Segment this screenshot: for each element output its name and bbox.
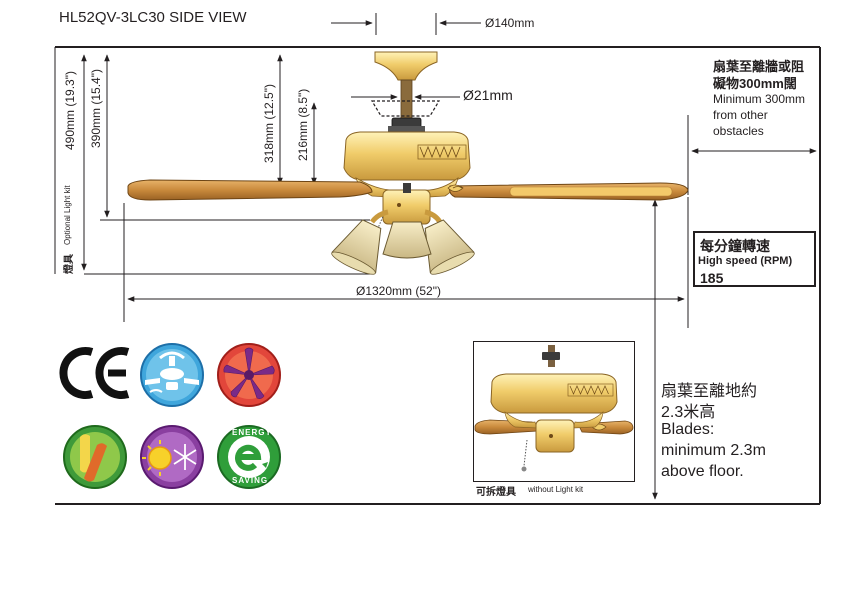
blade-span-label: Ø1320mm (52") — [354, 284, 443, 298]
floor-clearance-en-1: Blades: — [661, 421, 715, 438]
speed-label-zh: 每分鐘轉速 — [700, 238, 770, 254]
height-dimension-lines — [81, 54, 689, 328]
wall-clearance-zh-1: 扇葉至離牆或阻 — [713, 59, 805, 74]
wall-clearance-marker — [687, 115, 817, 195]
height-motor-label: 216mm (8.5") — [296, 88, 310, 161]
speed-info-box: 每分鐘轉速 High speed (RPM) 185 — [693, 231, 816, 287]
height-to-blade-label: 318mm (12.5") — [262, 84, 276, 163]
floor-clearance-en-2: minimum 2.3m — [661, 442, 766, 459]
reverse-function-icon — [140, 343, 204, 407]
wall-clearance-en-2: from other — [713, 108, 768, 122]
inset-caption-en: without Light kit — [528, 485, 584, 494]
inset-fan-illustration — [474, 345, 634, 472]
energy-badge-bottom-text: SAVING — [232, 476, 269, 485]
wall-clearance-en-3: obstacles — [713, 124, 764, 138]
inset-caption-zh: 可拆燈具 — [476, 487, 516, 498]
frame-outline — [54, 46, 821, 505]
drawing-title: HL52QV-3LC30 SIDE VIEW — [59, 9, 247, 26]
five-blade-icon — [217, 343, 281, 407]
ce-mark-icon — [59, 347, 130, 399]
canopy-width-label: Ø140mm — [485, 16, 535, 30]
wall-clearance-en-1: Minimum 300mm — [713, 92, 806, 106]
speed-value: 185 — [700, 270, 724, 286]
summer-winter-icon — [140, 425, 204, 489]
floor-clearance-zh-2: 2.3米高 — [661, 404, 716, 421]
energy-badge-top-text: ENERGY — [232, 428, 272, 437]
height-light-kit-zh: 燈具 — [64, 254, 75, 274]
height-light-kit-note: Optional Light kit — [63, 185, 72, 245]
height-light-kit-label: 490mm (19.3") — [63, 71, 77, 150]
downrod-width-label: Ø21mm — [463, 87, 513, 103]
height-fan-body-label: 390mm (15.4") — [89, 69, 103, 148]
floor-clearance-en-3: above floor. — [661, 463, 744, 480]
energy-saving-icon — [217, 425, 281, 489]
speed-control-icon — [63, 425, 127, 489]
canopy-width-marker — [331, 13, 481, 35]
wall-clearance-zh-2: 礙物300mm闊 — [713, 76, 797, 91]
floor-clearance-zh-1: 扇葉至離地約 — [661, 383, 758, 400]
ceiling-fan-illustration — [127, 51, 689, 275]
speed-label-en: High speed (RPM) — [698, 255, 793, 267]
inset-without-light-kit — [473, 341, 635, 482]
